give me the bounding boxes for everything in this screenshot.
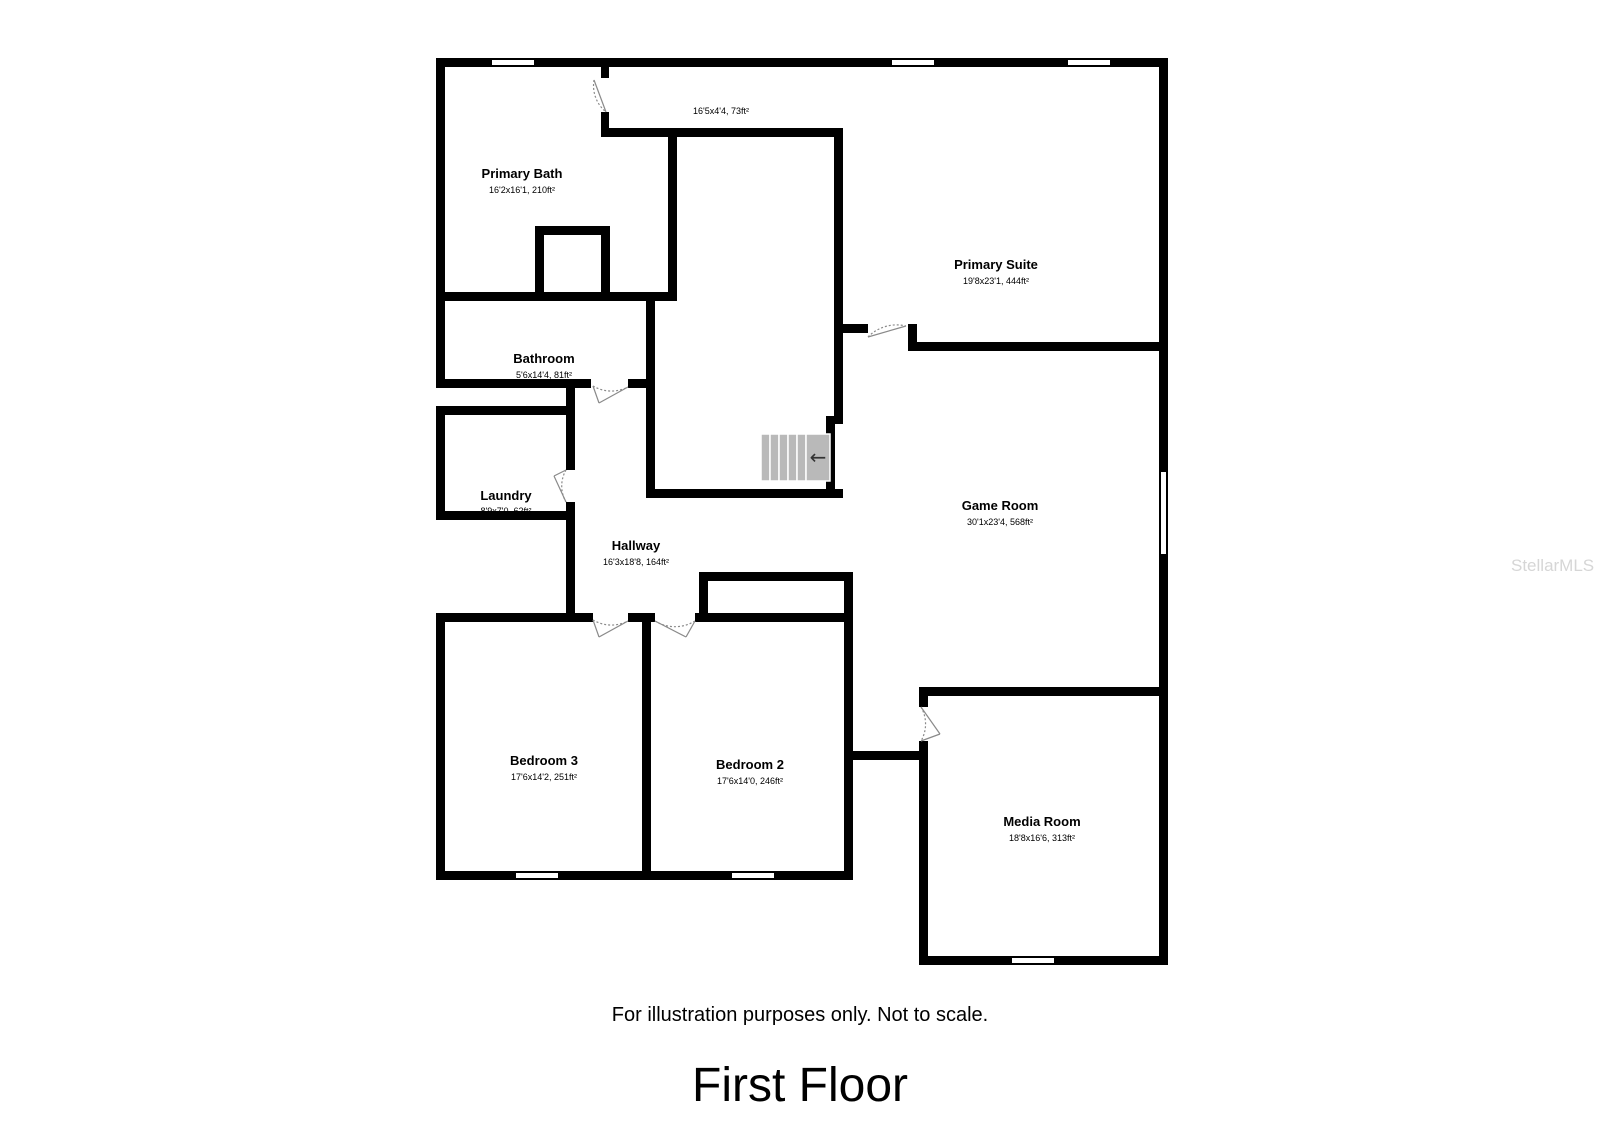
room-bedroom-2: Bedroom 2 17'6x14'0, 246ft² [716,757,784,786]
wall-bedroom-divider [642,613,651,879]
room-dims: 16'5x4'4, 73ft² [693,106,749,116]
wall-bath-box-top [535,226,610,235]
wall-primary-bath-right [668,132,677,301]
door-bathroom [592,385,629,404]
wall-suite-bottom [908,342,1168,351]
wall-media-top [919,687,1168,696]
window-bedroom-2 [732,873,774,878]
watermark: StellarMLS [1511,556,1594,575]
room-name: Laundry [480,488,532,503]
wall-primary-bath-bottom [436,292,677,301]
wall-bath-box-right [601,226,610,296]
wall-stair-right [834,128,843,424]
window-bedroom-3 [516,873,558,878]
wall-suite-door-post [908,324,917,350]
room-name: Primary Bath [482,166,563,181]
wall-left-bedroom3 [436,617,445,879]
room-laundry: Laundry 8'9x7'0, 62ft² [480,488,532,516]
staircase: ← [760,433,831,482]
stair-tread [796,433,807,482]
wall-left-laundry [436,406,445,519]
room-dims: 17'6x14'0, 246ft² [717,776,783,786]
wall-media-door-post [919,687,928,707]
wall-closet2-top [699,572,853,581]
room-dims: 30'1x23'4, 568ft² [967,517,1033,527]
wall-bathroom-bottom [436,379,591,388]
room-name: Bedroom 3 [510,753,578,768]
room-media-room: Media Room 18'8x16'6, 313ft² [1003,814,1080,843]
room-hallway: Hallway 16'3x18'8, 164ft² [603,538,669,567]
stair-tread [760,433,771,482]
room-closet: 16'5x4'4, 73ft² [693,106,749,116]
wall-laundry-top [436,406,575,415]
wall-bedroom3-top [436,613,593,622]
wall-stair-left [646,300,655,498]
wall-laundry-bottom [436,511,575,520]
doors [553,79,941,742]
wall-bedroom-top-mid [628,613,655,622]
wall-bathroom-bottom-right [628,379,648,388]
wall-bath-box-left [535,226,544,296]
wall-hall-left-upper [566,384,575,470]
wall-suite-stub [834,324,868,333]
wall-closet-left-lower [601,112,609,134]
door-bedroom-3 [592,619,629,638]
window-media-room [1012,958,1054,963]
wall-bedrooms-bottom [436,871,853,880]
windows [492,60,1166,963]
door-closet [592,79,607,113]
wall-closet-bottom [601,128,843,137]
wall-stair-bottom [646,489,843,498]
stair-landing [805,433,831,482]
room-name: Bathroom [513,351,574,366]
room-dims: 5'6x14'4, 81ft² [516,370,572,380]
stair-tread [778,433,789,482]
room-dims: 8'9x7'0, 62ft² [481,506,532,516]
room-dims: 17'6x14'2, 251ft² [511,772,577,782]
wall-media-left [919,741,928,965]
door-laundry [553,469,567,503]
door-media-room [920,706,941,742]
room-name: Bedroom 2 [716,757,784,772]
wall-hall-left-lower [566,502,575,620]
door-bedroom-2 [654,620,696,638]
room-bedroom-3: Bedroom 3 17'6x14'2, 251ft² [510,753,578,782]
wall-top [436,58,1168,67]
wall-closet2-left [699,572,708,620]
room-name: Media Room [1003,814,1080,829]
wall-media-stub [853,751,919,760]
room-name: Game Room [962,498,1039,513]
room-dims: 18'8x16'6, 313ft² [1009,833,1075,843]
disclaimer: For illustration purposes only. Not to s… [611,1004,989,1026]
room-primary-bath: Primary Bath 16'2x16'1, 210ft² [482,166,563,195]
room-bathroom: Bathroom 5'6x14'4, 81ft² [513,351,574,380]
room-name: Hallway [612,538,661,553]
room-primary-suite: Primary Suite 19'8x23'1, 444ft² [954,257,1038,286]
stairs-arrow-icon: ← [810,445,827,469]
wall-bedroom2-top [695,613,853,622]
window-primary-bath [492,60,534,65]
room-dims: 19'8x23'1, 444ft² [963,276,1029,286]
floor-title: First Floor [692,1059,908,1112]
window-suite-1 [892,60,934,65]
window-game-room [1161,472,1166,554]
door-primary-suite [867,324,907,338]
wall-closet-left [601,58,609,78]
room-game-room: Game Room 30'1x23'4, 568ft² [962,498,1039,527]
window-suite-2 [1068,60,1110,65]
wall-bedroom2-right [844,572,853,880]
room-name: Primary Suite [954,257,1038,272]
stair-tread [769,433,780,482]
room-dims: 16'3x18'8, 164ft² [603,557,669,567]
room-dims: 16'2x16'1, 210ft² [489,185,555,195]
room-labels: 16'5x4'4, 73ft² Primary Bath 16'2x16'1, … [480,106,1080,843]
stair-tread [787,433,798,482]
wall-left-upper [436,58,445,388]
